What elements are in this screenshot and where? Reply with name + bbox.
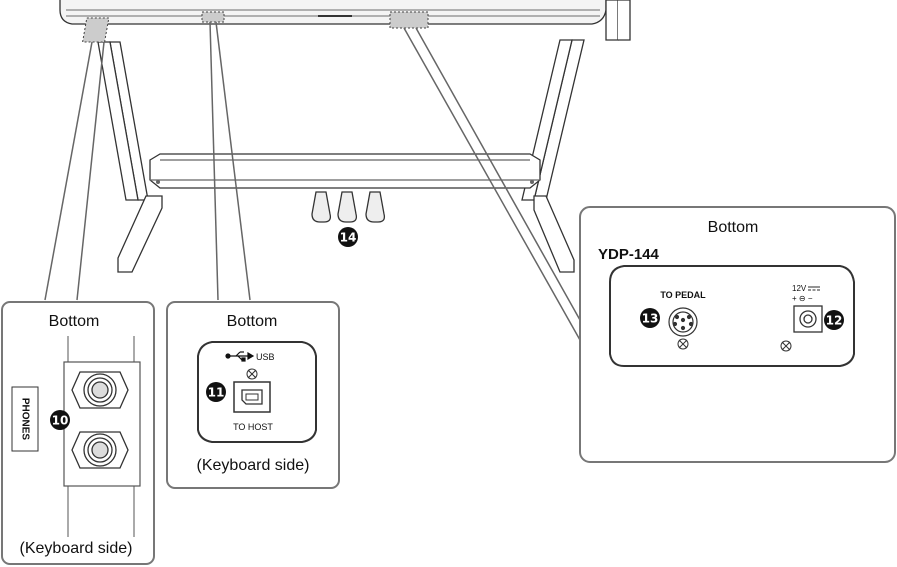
callout-12: 12 (824, 310, 844, 330)
svg-text:14: 14 (340, 231, 357, 245)
phones-jack-lower (71, 431, 129, 469)
usb-symbol-icon (225, 351, 255, 362)
piano-illustration (59, 0, 631, 273)
screw-icon (246, 368, 258, 380)
usb-panel: Bottom USB TO HOST 11 (166, 301, 340, 489)
leader-lines (44, 21, 581, 341)
usb-panel-caption: (Keyboard side) (197, 457, 310, 474)
svg-text:13: 13 (642, 312, 659, 326)
usb-label: USB (256, 352, 275, 362)
callout-14: 14 (338, 227, 358, 247)
phones-panel-caption: (Keyboard side) (20, 540, 133, 557)
to-pedal-label: TO PEDAL (660, 290, 706, 300)
callout-13: 13 (640, 308, 660, 328)
dc-symbol-icon (808, 286, 820, 291)
callout-11: 11 (206, 382, 226, 402)
screw-icon (677, 338, 689, 350)
screw-icon (780, 340, 792, 352)
power-polarity-label: + ⊖ − (792, 294, 813, 303)
svg-text:10: 10 (52, 414, 69, 428)
usb-panel-title: Bottom (227, 313, 278, 330)
phones-panel-title: Bottom (49, 313, 100, 330)
svg-text:12: 12 (826, 314, 843, 328)
phones-jack-upper (71, 371, 129, 409)
callout-10: 10 (50, 410, 70, 430)
power-voltage-label: 12V (792, 284, 807, 293)
ydp-panel-title: Bottom (708, 219, 759, 236)
model-name: YDP-144 (598, 246, 660, 263)
pedal-connector (668, 307, 698, 337)
dc-power-jack (793, 305, 823, 333)
connector-location-markers (82, 11, 429, 43)
phones-label: PHONES (19, 398, 30, 441)
svg-text:11: 11 (208, 386, 225, 400)
usb-b-port (233, 381, 271, 413)
phones-panel: Bottom PHONES 10 (Keyboard side) (1, 301, 155, 565)
ydp-panel: Bottom YDP-144 TO PEDAL 13 12V (579, 206, 896, 463)
usb-to-host-label: TO HOST (233, 422, 273, 432)
